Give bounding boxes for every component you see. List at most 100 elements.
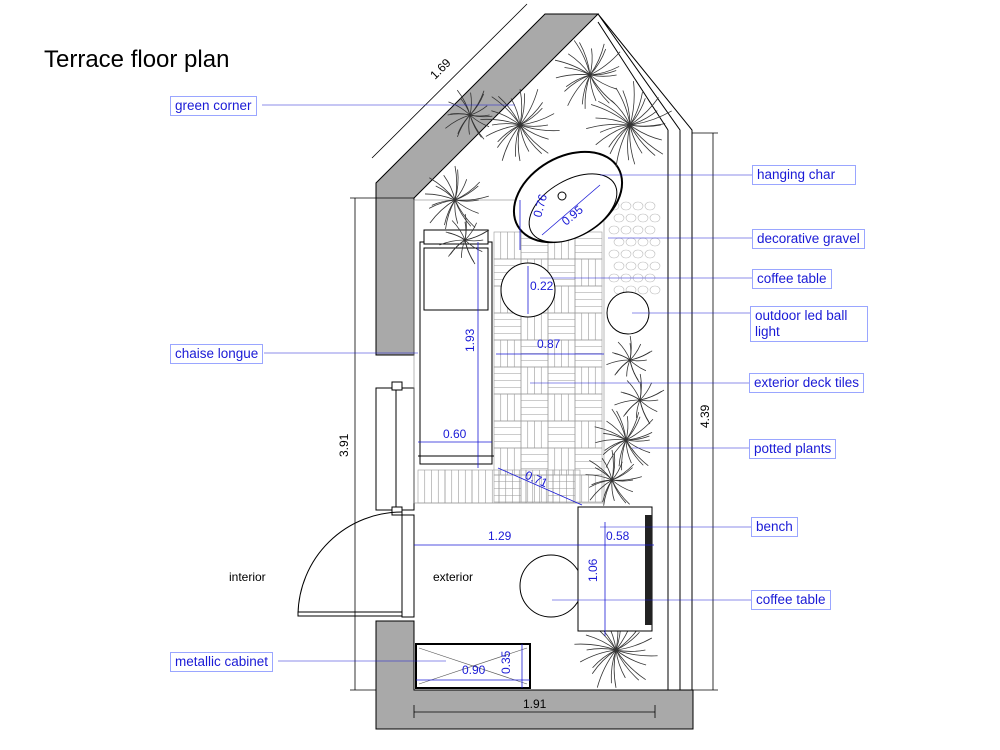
- dim-bench-length: 1.06: [586, 558, 600, 582]
- deck-tile: [547, 393, 576, 422]
- gravel-pebble: [649, 213, 661, 223]
- deck-tile: [574, 258, 603, 287]
- gravel-pebble: [625, 237, 637, 247]
- label-coffee-table-bottom: coffee table: [751, 590, 831, 610]
- dimension-lines: [414, 184, 654, 688]
- door-leaf: [297, 611, 403, 617]
- label-led-ball-light: outdoor led ball light: [750, 306, 868, 342]
- dim-cabinet-depth: 0.35: [499, 650, 513, 674]
- deck-tile: [493, 231, 522, 260]
- deck-tile: [552, 469, 581, 504]
- label-interior: interior: [229, 570, 266, 584]
- gravel-pebble: [637, 261, 649, 271]
- gravel-pebble: [620, 249, 632, 259]
- gravel-pebble: [637, 237, 649, 247]
- bench: [577, 506, 653, 632]
- label-coffee-table-top: coffee table: [752, 269, 832, 289]
- dim-right-total: 4.39: [698, 404, 712, 428]
- gravel-pebble: [644, 249, 656, 259]
- dim-chaise-length: 1.93: [463, 328, 477, 352]
- gravel-pebble: [625, 261, 637, 271]
- deck-tile: [574, 447, 603, 476]
- parapet-inner-line: [597, 21, 669, 131]
- deck-tile: [493, 474, 522, 503]
- deck-tile: [547, 366, 576, 395]
- dim-floor-width: 1.29: [488, 529, 512, 543]
- gravel-pebble: [649, 285, 661, 295]
- gravel-pebble: [644, 201, 656, 211]
- deck-tile: [417, 469, 446, 504]
- gravel-pebble: [613, 237, 625, 247]
- plant: [554, 40, 621, 109]
- deck-tile: [547, 420, 576, 449]
- dim-chair-depth: 0.76: [530, 192, 550, 218]
- gravel-pebble: [608, 225, 620, 235]
- label-potted-plants: potted plants: [749, 439, 837, 459]
- gravel-pebble: [613, 213, 625, 223]
- door-swing-arc: [297, 511, 403, 615]
- window-frame: [375, 387, 415, 511]
- leader-lines: [262, 104, 752, 662]
- coffee-table-bottom: [519, 554, 583, 618]
- label-decorative-gravel: decorative gravel: [752, 229, 865, 249]
- deck-tile: [574, 339, 603, 368]
- label-deck-tiles: exterior deck tiles: [749, 373, 865, 393]
- gravel-pebble: [637, 213, 649, 223]
- plant: [480, 88, 560, 162]
- deck-tile-area: [413, 199, 605, 504]
- metallic-cabinet: [415, 643, 531, 689]
- deck-tile: [574, 366, 603, 395]
- deck-tile: [520, 366, 549, 395]
- dim-bench-width: 0.58: [606, 529, 630, 543]
- dim-cabinet-width: 0.90: [462, 663, 486, 677]
- deck-tile: [493, 366, 522, 395]
- gravel-pebble: [625, 213, 637, 223]
- page-title: Terrace floor plan: [44, 46, 230, 73]
- gravel-strip: [608, 201, 661, 295]
- deck-tile: [547, 312, 576, 341]
- deck-tile: [520, 393, 549, 422]
- dim-top-wall: 1.69: [427, 55, 454, 82]
- dim-left-total: 3.91: [337, 433, 351, 457]
- door-jamb-bottom: [391, 506, 403, 516]
- gravel-pebble: [632, 249, 644, 259]
- label-green-corner: green corner: [170, 96, 257, 116]
- gravel-pebble: [649, 237, 661, 247]
- deck-tile: [493, 312, 522, 341]
- deck-tile: [574, 474, 603, 503]
- label-chaise-longue: chaise longue: [170, 344, 264, 364]
- label-metallic-cabinet: metallic cabinet: [170, 652, 274, 672]
- gravel-pebble: [632, 225, 644, 235]
- green-corner-plants: [425, 40, 672, 688]
- dim-deck-width: 0.87: [537, 337, 561, 351]
- deck-tile: [574, 420, 603, 449]
- deck-tile: [547, 447, 576, 476]
- gravel-pebble: [644, 225, 656, 235]
- gravel-pebble: [632, 201, 644, 211]
- door-jamb-lower: [401, 514, 415, 618]
- deck-tile: [493, 393, 522, 422]
- plant: [606, 335, 653, 383]
- right-parapet: [597, 13, 693, 691]
- dim-bottom-total: 1.91: [523, 697, 547, 711]
- deck-tile: [493, 420, 522, 449]
- deck-tile: [444, 469, 473, 504]
- gravel-pebble: [620, 225, 632, 235]
- gravel-pebble: [620, 201, 632, 211]
- deck-tile: [574, 393, 603, 422]
- plant: [586, 81, 672, 167]
- deck-tile: [493, 447, 522, 476]
- deck-tile: [547, 474, 576, 503]
- deck-tile: [498, 469, 527, 504]
- plant: [614, 373, 665, 425]
- gravel-pebble: [637, 285, 649, 295]
- label-bench: bench: [751, 517, 798, 537]
- overall-dimensions: [350, 3, 718, 718]
- deck-tile: [574, 285, 603, 314]
- plant: [594, 408, 654, 471]
- label-hanging-chair: hanging char: [752, 165, 856, 185]
- gravel-pebble: [649, 261, 661, 271]
- plant: [425, 165, 489, 230]
- plant: [439, 213, 490, 265]
